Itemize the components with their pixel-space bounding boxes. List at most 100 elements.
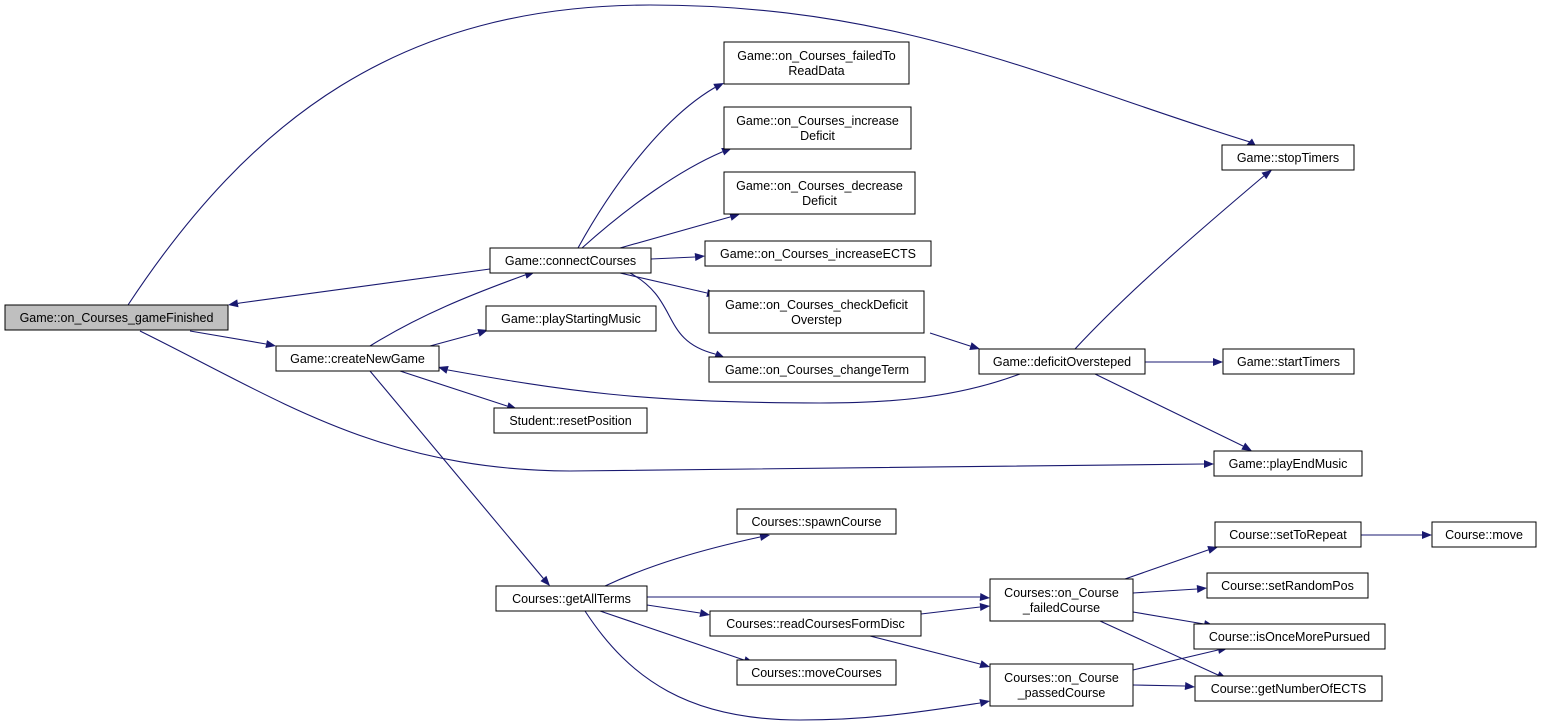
node-game-on-courses-failedtoreaddata-label: ReadData [788,64,844,78]
edge-deficitoversteped-to-stoptimers-arrowhead [1261,170,1272,180]
node-courses-getallterms[interactable]: Courses::getAllTerms [495,585,648,612]
node-courses-readcoursesformdisc-box [709,610,922,637]
node-courses-on-course-passedcourse-label: _passedCourse [1017,686,1106,700]
edge-connectcourses-to-increasedeficit-line [581,151,723,249]
edge-getallterms-to-readcourses-arrowhead [699,609,710,617]
edge-connectcourses-to-increaseects [650,253,705,261]
node-course-move[interactable]: Course::move [1431,521,1537,548]
node-game-starttimers-label: Game::startTimers [1237,355,1340,369]
edge-createnewgame-to-getallterms-line [369,370,544,579]
edge-readcourses-to-failedcourse-arrowhead [979,603,990,611]
edge-connectcourses-to-gamefinished-line [237,268,491,304]
edge-connectcourses-to-decreasedeficit [619,213,740,249]
edge-connectcourses-to-failedtoreaddata-arrowhead [713,83,724,91]
node-course-setrandompos[interactable]: Course::setRandomPos [1206,572,1369,599]
node-course-getnumberofects[interactable]: Course::getNumberOfECTS [1194,675,1383,702]
node-game-playstartingmusic-box [485,305,657,332]
edge-deficitoversteped-to-starttimers-arrowhead [1213,358,1223,366]
node-game-playendmusic[interactable]: Game::playEndMusic [1213,450,1363,477]
node-game-on-courses-gamefinished[interactable]: Game::on_Courses_gameFinished [4,304,229,331]
node-game-stoptimers-label: Game::stopTimers [1237,151,1339,165]
node-game-on-courses-checkdeficitoverstep-label: Game::on_Courses_checkDeficit [725,298,908,312]
edge-failedcourse-to-setrandompos-line [1132,588,1198,594]
edge-gamefinished-to-stoptimers [127,4,1257,306]
node-game-stoptimers[interactable]: Game::stopTimers [1221,144,1355,171]
edge-connectcourses-to-checkdeficit [619,272,717,297]
edge-connectcourses-to-changeterm-arrowhead [714,350,725,358]
edge-failedcourse-to-settorepeat-arrowhead [1207,546,1218,554]
edge-getallterms-to-passedcourse [584,610,990,721]
node-game-connectcourses-box [489,247,652,274]
node-game-on-courses-increaseects[interactable]: Game::on_Courses_increaseECTS [704,240,932,267]
node-course-isoncemorepursued[interactable]: Course::isOnceMorePursued [1193,623,1386,650]
node-course-isoncemorepursued-box [1193,623,1386,650]
node-courses-on-course-failedcourse-box [989,578,1134,622]
node-courses-getallterms-label: Courses::getAllTerms [512,592,631,606]
edge-getallterms-to-passedcourse-arrowhead [979,699,990,707]
edge-connectcourses-to-increaseects-arrowhead [694,253,705,261]
node-game-starttimers[interactable]: Game::startTimers [1222,348,1355,375]
edge-gamefinished-to-stoptimers-line [127,4,1251,306]
edge-createnewgame-to-playstartingmusic [429,329,488,347]
node-student-resetposition[interactable]: Student::resetPosition [493,407,648,434]
node-game-createnewgame-box [275,345,440,372]
edge-passedcourse-to-getnumberofects [1132,682,1195,690]
edge-connectcourses-to-increasedeficit-arrowhead [721,148,732,156]
edge-passedcourse-to-getnumberofects-arrowhead [1184,682,1195,690]
node-game-playstartingmusic[interactable]: Game::playStartingMusic [485,305,657,332]
edge-deficitoversteped-to-starttimers [1145,358,1223,366]
node-courses-spawncourse[interactable]: Courses::spawnCourse [736,508,897,535]
edge-deficitoversteped-to-stoptimers-line [1074,174,1266,350]
node-game-on-courses-increaseects-label: Game::on_Courses_increaseECTS [720,247,916,261]
node-courses-on-course-passedcourse-box [989,663,1134,707]
node-courses-movecourses[interactable]: Courses::moveCourses [736,659,897,686]
edge-getallterms-to-passedcourse-line [584,610,981,721]
edge-connectcourses-to-failedtoreaddata [577,83,724,249]
edge-checkdeficit-to-deficitoversteped-line [929,332,971,347]
edge-readcourses-to-passedcourse-arrowhead [979,660,990,668]
node-game-deficitoversteped-box [978,348,1146,375]
node-courses-on-course-passedcourse[interactable]: Courses::on_Course_passedCourse [989,663,1134,707]
node-courses-on-course-failedcourse[interactable]: Courses::on_Course_failedCourse [989,578,1134,622]
node-courses-spawncourse-label: Courses::spawnCourse [752,515,882,529]
node-game-connectcourses[interactable]: Game::connectCourses [489,247,652,274]
edge-gamefinished-to-playendmusic-line [139,330,1205,472]
edge-createnewgame-to-resetposition [399,370,517,410]
node-courses-getallterms-box [495,585,648,612]
node-course-isoncemorepursued-label: Course::isOnceMorePursued [1209,630,1370,644]
edge-getallterms-to-readcourses-line [646,604,701,614]
edge-getallterms-to-failedcourse [647,593,990,601]
node-game-on-courses-changeterm[interactable]: Game::on_Courses_changeTerm [708,356,926,383]
node-courses-readcoursesformdisc[interactable]: Courses::readCoursesFormDisc [709,610,922,637]
edge-connectcourses-to-failedtoreaddata-line [577,86,716,249]
node-game-on-courses-increasedeficit-box [723,106,912,150]
edge-deficitoversteped-to-playendmusic [1094,373,1252,451]
node-course-settorepeat[interactable]: Course::setToRepeat [1214,521,1362,548]
node-courses-on-course-failedcourse-label: _failedCourse [1022,601,1100,615]
node-game-deficitoversteped[interactable]: Game::deficitOversteped [978,348,1146,375]
edge-connectcourses-to-increasedeficit [581,148,732,249]
edge-getallterms-to-readcourses [646,604,710,617]
edge-deficitoversteped-to-createnewgame [438,366,1021,404]
node-course-setrandompos-label: Course::setRandomPos [1221,579,1354,593]
node-courses-on-course-failedcourse-label: Courses::on_Course [1004,586,1119,600]
edge-failedcourse-to-setrandompos [1132,585,1207,594]
edge-passedcourse-to-getnumberofects-line [1132,684,1186,687]
edge-createnewgame-to-resetposition-line [399,370,508,407]
edge-deficitoversteped-to-playendmusic-line [1094,373,1244,447]
node-game-createnewgame[interactable]: Game::createNewGame [275,345,440,372]
edge-deficitoversteped-to-createnewgame-line [447,369,1021,404]
node-game-connectcourses-label: Game::connectCourses [505,254,636,268]
edge-createnewgame-to-getallterms-arrowhead [540,575,550,586]
edge-failedcourse-to-setrandompos-arrowhead [1196,585,1207,593]
node-course-settorepeat-label: Course::setToRepeat [1229,528,1347,542]
edge-readcourses-to-failedcourse [920,603,990,615]
node-course-settorepeat-box [1214,521,1362,548]
edge-createnewgame-to-getallterms [369,370,550,586]
node-game-on-courses-changeterm-label: Game::on_Courses_changeTerm [725,363,909,377]
edge-createnewgame-to-connectcourses-line [369,274,526,347]
